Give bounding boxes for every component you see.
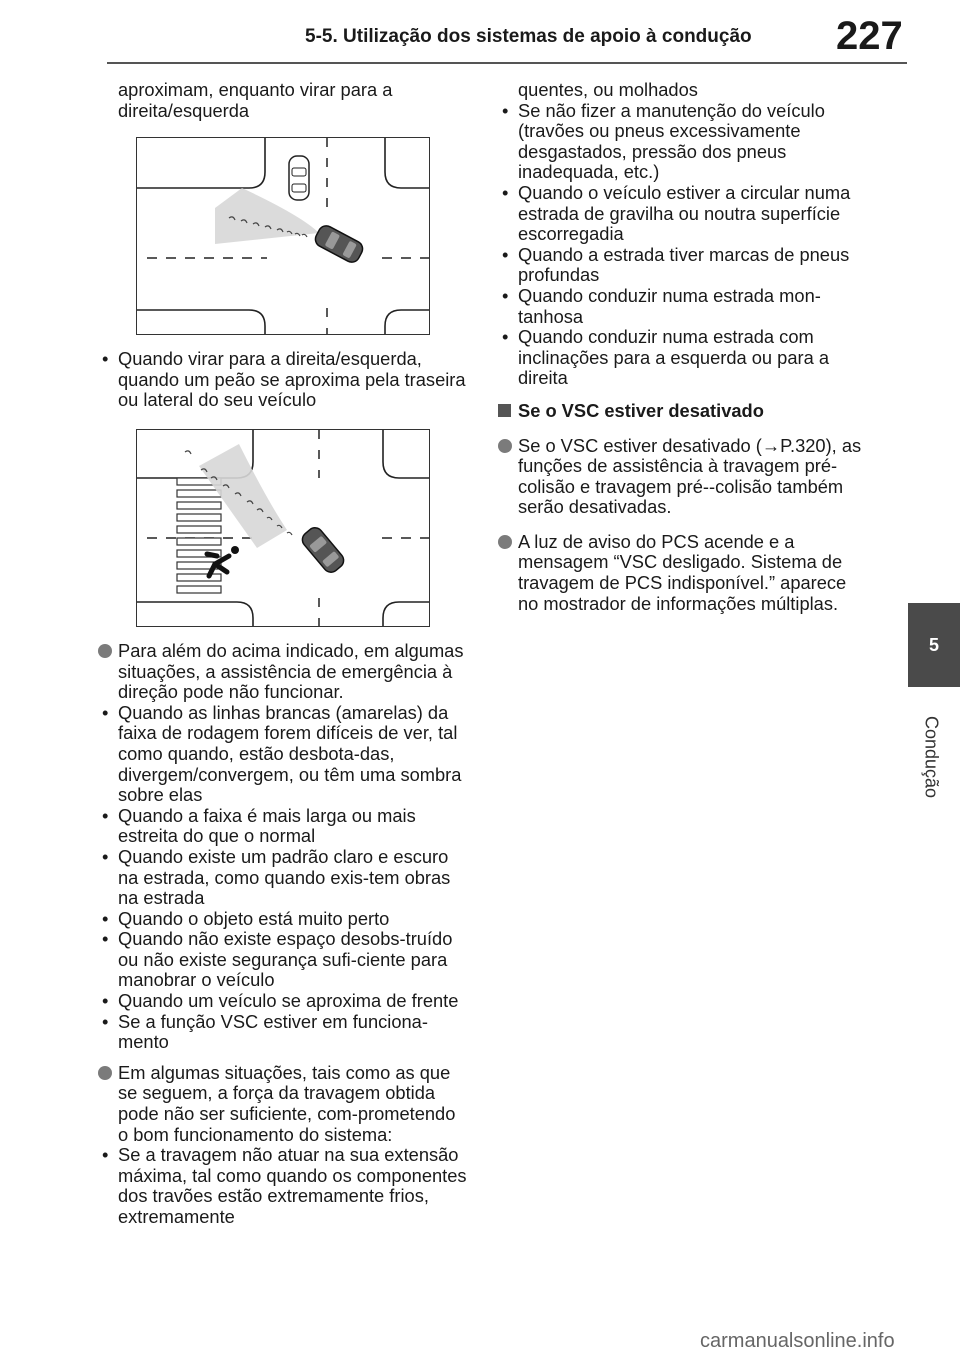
circle-paragraph-text: Se o VSC estiver desativado (→P.320), as…	[518, 434, 862, 518]
right-column: quentes, ou molhados Se não fizer a manu…	[498, 79, 868, 614]
vehicle-turning-with-oncoming-car-icon	[137, 138, 429, 335]
section-heading-text: Se o VSC estiver desativado	[518, 399, 764, 421]
circle-paragraph-text: A luz de aviso do PCS acende e a mensage…	[518, 530, 847, 614]
vehicle-turning-with-pedestrian-crossing-icon	[137, 429, 429, 626]
left-column: aproximam, enquanto virar para a direita…	[98, 79, 468, 1228]
list-item: Quando um veículo se aproxima de frente	[98, 990, 468, 1012]
circle-paragraph: A luz de aviso do PCS acende e a mensage…	[498, 530, 868, 614]
page-number: 227	[836, 14, 903, 58]
list-item: Quando a estrada tiver marcas de pneus p…	[498, 244, 868, 286]
circle-bullet-icon	[98, 643, 112, 658]
list-item: Quando as linhas brancas (amarelas) da f…	[98, 702, 468, 806]
circle-paragraph-text: Para além do acima indicado, em algumas …	[118, 639, 464, 703]
circle-paragraph: Para além do acima indicado, em algumas …	[98, 639, 468, 703]
list-item: Quando virar para a direita/esquerda, qu…	[98, 348, 468, 411]
list-item: Quando existe um padrão claro e escuro n…	[98, 846, 468, 909]
chapter-tab-number: 5	[908, 603, 960, 687]
list-item: Quando a faixa é mais larga ou mais estr…	[98, 805, 468, 847]
continued-text: quentes, ou molhados	[518, 79, 698, 100]
circle-bullet-icon	[498, 534, 512, 549]
circle-paragraph-text: Em algumas situações, tais como as que s…	[118, 1061, 456, 1145]
watermark: carmanualsonline.info	[700, 1330, 895, 1352]
figure-oncoming-car	[136, 137, 430, 336]
list-item: Quando conduzir numa estrada com inclina…	[498, 326, 868, 389]
circle-bullet-icon	[498, 438, 512, 453]
list-item: Quando o veículo estiver a circular numa…	[498, 182, 868, 245]
list-item: Quando o objeto está muito perto	[98, 908, 468, 930]
header-divider	[107, 62, 907, 64]
figure-pedestrian	[136, 428, 430, 627]
chapter-tab-label-text: Condução	[921, 715, 942, 799]
chapter-tab-label: Condução	[916, 702, 946, 812]
list-item: Se não fizer a manutenção do veículo (tr…	[498, 100, 868, 183]
intro-text: aproximam, enquanto virar para a direita…	[118, 79, 393, 121]
list-item: Se a função VSC estiver em funciona-ment…	[98, 1011, 468, 1053]
list-item: Quando não existe espaço desobs-truído o…	[98, 929, 468, 991]
section-heading: Se o VSC estiver desativado	[498, 399, 868, 422]
square-bullet-icon	[498, 403, 511, 417]
list-item: Se a travagem não atuar na sua extensão …	[98, 1144, 468, 1227]
circle-bullet-icon	[98, 1065, 112, 1080]
circle-paragraph: Em algumas situações, tais como as que s…	[98, 1061, 468, 1145]
list-item: Quando conduzir numa estrada mon-tanhosa	[498, 285, 868, 327]
circle-paragraph: Se o VSC estiver desativado (→P.320), as…	[498, 434, 868, 518]
page-header-title: 5-5. Utilização dos sistemas de apoio à …	[305, 26, 752, 47]
